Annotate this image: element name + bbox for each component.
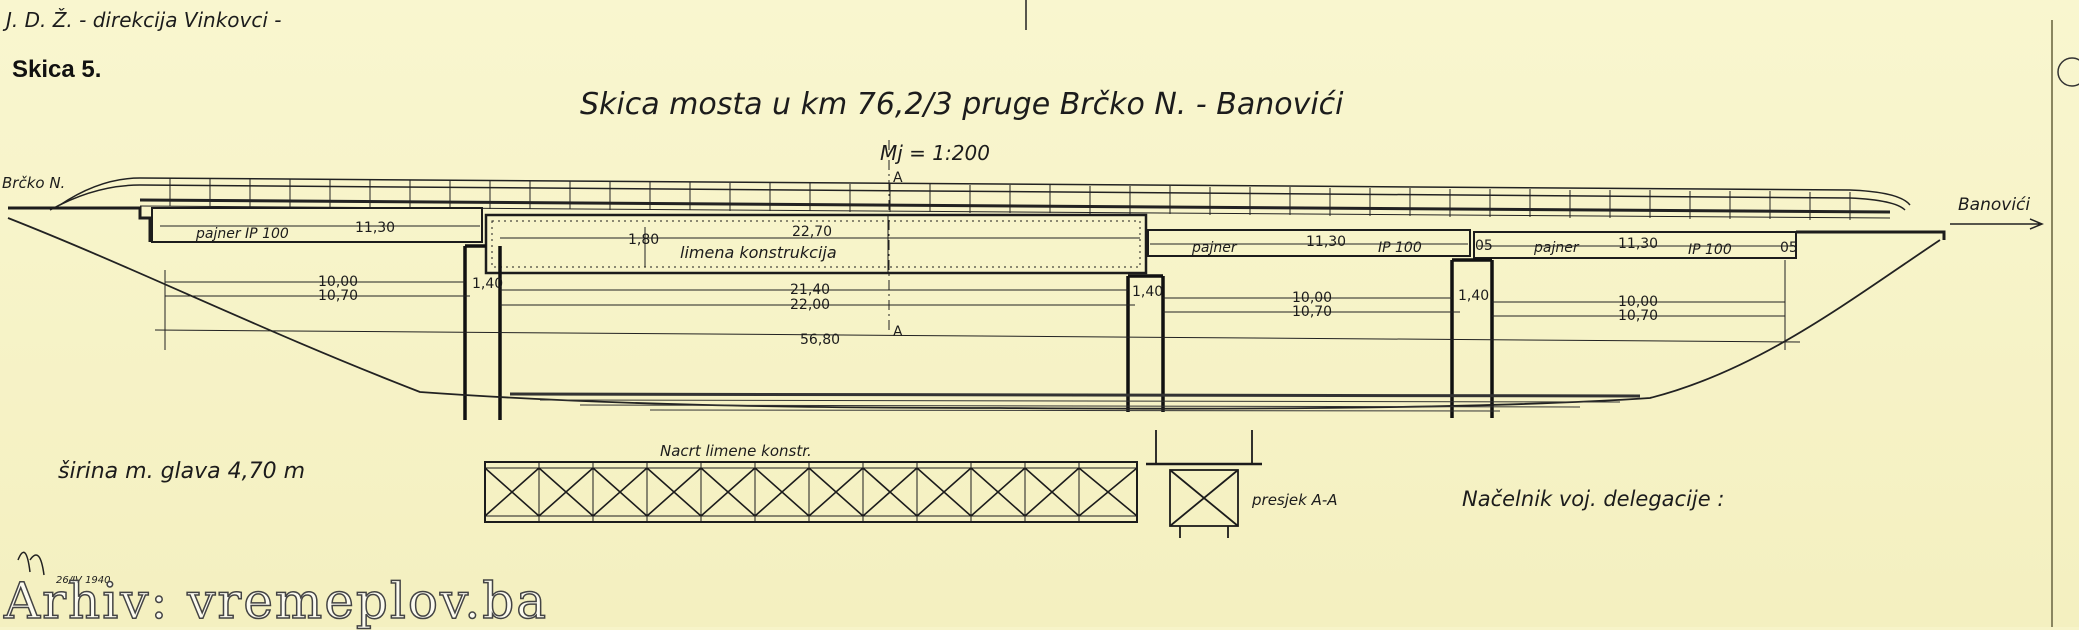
signature-scribble-icon: [17, 551, 45, 576]
span-3-clear: 10,00: [1292, 290, 1332, 306]
section-mark-top: A: [893, 170, 903, 186]
sketch-number: Skica 5.: [12, 56, 102, 83]
total-length: 56,80: [800, 332, 840, 348]
cross-section-a-a: [1146, 430, 1262, 538]
bridge-deck: [8, 206, 1946, 275]
agency-header: J. D. Ž. - direkcija Vinkovci -: [6, 8, 282, 32]
right-station-label: Banovići: [1958, 195, 2030, 215]
span-3-axis: 10,70: [1292, 304, 1332, 320]
left-station-label: Brčko N.: [2, 174, 65, 192]
span-1-axis: 10,70: [318, 288, 358, 304]
pier-2: [1126, 274, 1165, 412]
pier-3-width: 1,40: [1458, 288, 1489, 304]
water-lines: [509, 392, 1641, 412]
span-4-length: 11,30: [1618, 236, 1658, 252]
section-title: presjek A-A: [1251, 491, 1338, 509]
span-4-clear: 10,00: [1618, 294, 1658, 310]
section-mark-bottom: A: [893, 324, 903, 340]
archive-watermark: Arhiv: vremeplov.ba: [3, 571, 549, 630]
drawing-scale: Mj = 1:200: [880, 141, 990, 165]
span-1-clear: 10,00: [318, 274, 358, 290]
drawing-title: Skica mosta u km 76,2/3 pruge Brčko N. -…: [580, 87, 1344, 122]
plan-title: Nacrt limene konstr.: [660, 442, 812, 460]
span-1-beam: [151, 207, 483, 243]
span-2-plate-girder: [484, 213, 1148, 275]
right-direction-arrow-icon: [1950, 218, 2044, 230]
span-2-beam-label: limena konstrukcija: [680, 243, 837, 262]
span-2-axis: 22,00: [790, 297, 830, 313]
span-3-beam-label-left: pajner: [1191, 240, 1238, 256]
bearing-gap-1: 05: [1475, 238, 1493, 254]
span-3-length: 11,30: [1306, 234, 1346, 250]
span-4-beam-label-left: pajner: [1533, 240, 1580, 256]
head-width-note: širina m. glava 4,70 m: [58, 459, 305, 484]
span-3-beam-label-right: IP 100: [1378, 240, 1422, 256]
terrain-profile: [7, 217, 1941, 410]
signature-date: 26/IV 1940: [56, 575, 111, 586]
span-4-axis: 10,70: [1618, 308, 1658, 324]
span-4-beam-label-right: IP 100: [1688, 242, 1732, 258]
dimension-lines: [154, 225, 1801, 350]
span-2-depth: 1,80: [628, 232, 659, 248]
span-3-beam: [1147, 229, 1471, 257]
railing: [49, 177, 1911, 220]
pier-1-width: 1,40: [472, 276, 503, 292]
span-4-beam: [1473, 231, 1797, 259]
bearing-gap-2: 05: [1780, 240, 1798, 256]
signature-label: Načelnik voj. delegacije :: [1462, 487, 1724, 511]
span-2-length: 22,70: [792, 224, 832, 240]
span-1-beam-label: pajner IP 100: [195, 226, 289, 242]
plan-truss: [484, 461, 1138, 523]
span-2-clear: 21,40: [790, 282, 830, 298]
pier-2-width: 1,40: [1132, 284, 1163, 300]
binder-hole-icon: [2057, 57, 2079, 87]
span-1-length: 11,30: [355, 220, 395, 236]
